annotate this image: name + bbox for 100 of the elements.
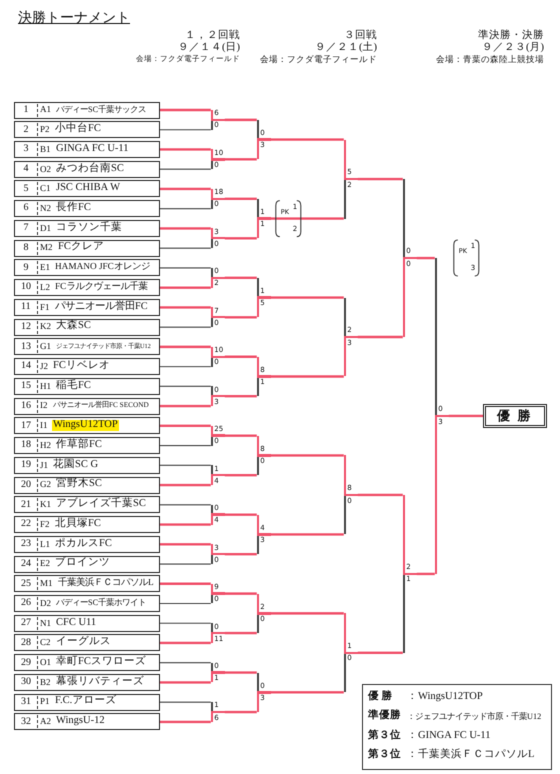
venue-note: 会場：フクダ電子フィールド: [260, 55, 377, 64]
bracket-line: [270, 691, 344, 694]
bracket-line: [160, 188, 211, 190]
slot-code: D1: [40, 224, 51, 233]
seed-number: 32: [21, 716, 31, 727]
bracket-line: [224, 671, 257, 674]
slot-code: A2: [40, 717, 51, 726]
team-name: FCリベレオ: [52, 360, 111, 372]
round-heading: １，２回戦: [185, 31, 240, 42]
bracket-line: [224, 118, 257, 122]
team-row: [14, 614, 160, 632]
bracket-line: [358, 178, 403, 180]
bracket-line: [160, 681, 211, 684]
team-row: [14, 654, 160, 672]
bracket-line: [358, 652, 403, 654]
bracket-line: [270, 138, 344, 141]
seed-number: 30: [21, 677, 31, 688]
match-date: ９／２１(土): [315, 43, 377, 54]
seed-number: 4: [24, 164, 28, 174]
team-name: 幕張リバティーズ: [55, 676, 145, 688]
slot-code: K2: [40, 322, 51, 332]
seed-number: 3: [24, 144, 28, 154]
bracket-junction: [402, 179, 417, 337]
bracket-junction: [402, 494, 417, 653]
team-name: WingsU12TOP: [52, 420, 119, 431]
slot-code: O2: [40, 164, 51, 174]
slot-code: H2: [40, 440, 51, 450]
bracket-junction: [210, 504, 225, 525]
bracket-junction: [210, 426, 225, 446]
slot-code: E2: [40, 559, 50, 568]
team-name: CFC U11: [55, 618, 98, 628]
seed-number: 1: [24, 104, 28, 115]
team-name: 花園SC G: [52, 460, 100, 470]
slot-code: G1: [40, 342, 51, 352]
slot-code: J2: [40, 362, 48, 371]
team-row: [14, 456, 160, 474]
champion-label: 優 勝: [497, 408, 532, 422]
bracket-line: [224, 632, 257, 634]
bracket-junction: [210, 110, 225, 130]
bracket-line: [416, 256, 435, 260]
round-heading: 準決勝・決勝: [478, 31, 544, 42]
team-row: [14, 476, 160, 494]
team-row: [14, 496, 160, 514]
team-name: バディーSC千葉サックス: [55, 106, 148, 114]
seed-number: 19: [21, 460, 31, 470]
team-row: [14, 398, 160, 415]
bracket-line: [160, 208, 211, 210]
bracket-junction: [210, 307, 225, 328]
team-row: [14, 298, 160, 316]
bracket-junction: [210, 584, 225, 604]
slot-code: N2: [40, 204, 51, 213]
bracket-line: [270, 217, 344, 220]
bracket-junction: [210, 386, 225, 406]
team-name: アブレイズ千葉SC: [55, 499, 147, 510]
place-label: 準優勝: [368, 711, 401, 722]
bracket-line: [270, 612, 344, 615]
bracket-line: [224, 237, 257, 240]
seed-number: 25: [21, 578, 31, 589]
bracket-line: [160, 523, 211, 526]
seed-number: 10: [21, 282, 31, 292]
team-name: WingsU-12: [55, 716, 106, 727]
team-name: F.C.アローズ: [54, 696, 118, 707]
seed-number: 31: [21, 696, 31, 707]
seed-number: 29: [21, 658, 31, 668]
seed-number: 11: [21, 302, 31, 312]
results-box: [362, 684, 552, 770]
bracket-junction: [256, 278, 271, 318]
match-date: ９／２３(月): [482, 43, 544, 54]
team-name: JSC CHIBA W: [55, 183, 121, 194]
team-row: [14, 358, 160, 376]
bracket-junction: [210, 662, 225, 682]
team-name: 宮野木SC: [55, 479, 103, 490]
bracket-junction: [256, 594, 271, 634]
bracket-line: [160, 702, 211, 703]
place-team: ：ジェフユナイテッド市原・千葉U12: [407, 712, 542, 721]
seed-number: 23: [21, 539, 31, 550]
seed-number: 27: [21, 618, 31, 628]
seed-number: 15: [21, 381, 31, 392]
bracket-line: [270, 375, 344, 378]
bracket-junction: [256, 672, 271, 712]
diagram-title: 決勝トーナメント: [18, 12, 130, 26]
bracket-line: [160, 108, 211, 112]
bracket-line: [224, 158, 257, 161]
bracket-line: [224, 198, 257, 200]
slot-code: M1: [40, 579, 53, 588]
bracket-line: [160, 464, 211, 466]
slot-code: C1: [40, 184, 51, 194]
place-team: ：WingsU12TOP: [407, 692, 483, 702]
bracket-line: [270, 533, 344, 536]
seed-number: 21: [21, 500, 31, 510]
bracket-line: [224, 395, 257, 398]
bracket-junction: [210, 268, 225, 288]
bracket-line: [160, 404, 211, 408]
bracket-line: [160, 602, 211, 604]
place-label: 第３位: [368, 730, 401, 741]
team-name: HAMANO JFCオレンジ: [54, 263, 151, 272]
bracket-line: [160, 642, 211, 644]
seed-number: 24: [21, 558, 31, 569]
bracket-line: [224, 434, 257, 437]
team-row: [14, 516, 160, 534]
